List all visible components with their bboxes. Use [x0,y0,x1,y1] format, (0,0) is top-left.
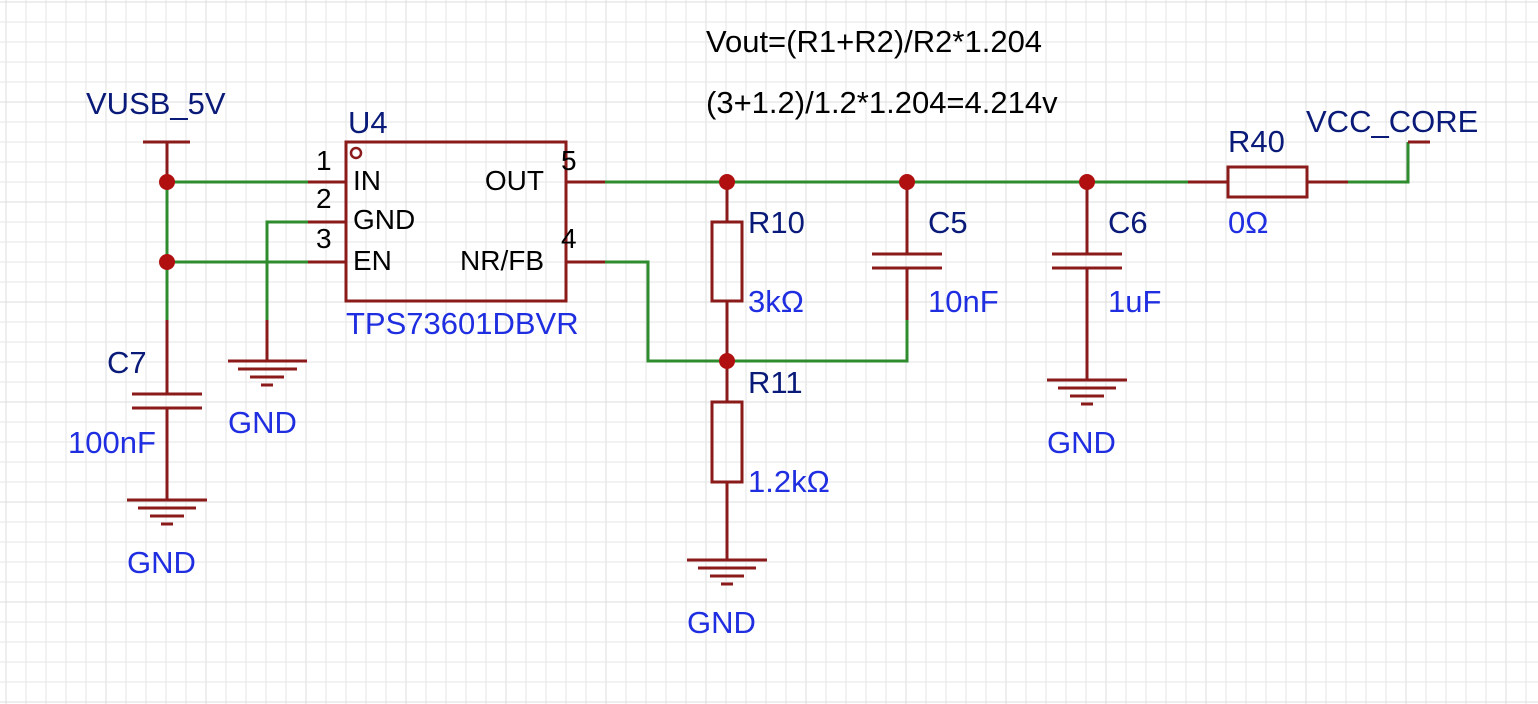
wires [165,142,1410,363]
u4-pin1-name: IN [353,165,381,196]
r40-ref-label: R40 [1228,124,1285,159]
c7-ref-label: C7 [107,345,147,380]
junctions [159,174,1095,369]
u4-pin2-number: 2 [316,183,332,214]
r10-ref-label: R10 [748,205,805,240]
gnd-label-u4: GND [228,405,297,440]
junction-dot [719,353,735,369]
junction-dot [719,174,735,190]
u4-pin5-name: OUT [485,165,544,196]
formula-annotation: Vout=(R1+R2)/R2*1.204 [706,24,1042,59]
gnd-label-r11: GND [687,605,756,640]
ground-symbol-c6[interactable] [1047,378,1127,406]
u4-pin4-name: NR/FB [460,245,544,276]
junction-dot [1079,174,1095,190]
u4-pin4-number: 4 [561,223,577,254]
c5-value-label: 10nF [928,284,999,319]
capacitor-c5[interactable] [872,182,942,320]
u4-part-label: TPS73601DBVR [346,306,579,341]
wire-u4-gnd [265,220,308,320]
ground-symbol-u4[interactable] [228,320,307,387]
u4-regulator[interactable] [308,140,605,303]
u4-pin3-number: 3 [316,223,332,254]
wire-r40-to-vcc [1348,142,1410,184]
c5-ref-label: C5 [928,205,968,240]
wire-fb [605,260,909,363]
resistor-r11[interactable] [710,361,744,560]
labels: Vout=(R1+R2)/R2*1.204 (3+1.2)/1.2*1.204=… [68,24,1478,640]
capacitor-c7[interactable] [132,320,202,500]
c6-value-label: 1uF [1108,284,1161,319]
gnd-label-c6: GND [1047,425,1116,460]
r11-value-label: 1.2kΩ [748,464,830,499]
ground-symbol-c7[interactable] [127,498,207,526]
net-label-vcc-core: VCC_CORE [1306,104,1478,139]
capacitor-c6[interactable] [1052,182,1122,380]
junction-dot [159,254,175,270]
calculation-annotation: (3+1.2)/1.2*1.204=4.214v [706,85,1058,120]
resistor-r10[interactable] [710,182,744,361]
r40-value-label: 0Ω [1228,205,1268,240]
r10-value-label: 3kΩ [748,284,804,319]
u4-pin3-name: EN [353,245,392,276]
ground-symbol-r11[interactable] [687,558,767,586]
c6-ref-label: C6 [1108,205,1148,240]
junction-dot [899,174,915,190]
resistor-r40[interactable] [1188,165,1348,199]
u4-pin2-name: GND [353,204,415,235]
u4-ref-label: U4 [348,105,388,140]
junction-dot [159,174,175,190]
u4-pin5-number: 5 [561,145,577,176]
c7-value-label: 100nF [68,425,156,460]
symbols [127,140,1430,586]
gnd-label-c7: GND [127,545,196,580]
u4-pin1-number: 1 [316,145,332,176]
net-label-vusb: VUSB_5V [86,86,226,121]
r11-ref-label: R11 [748,365,803,400]
